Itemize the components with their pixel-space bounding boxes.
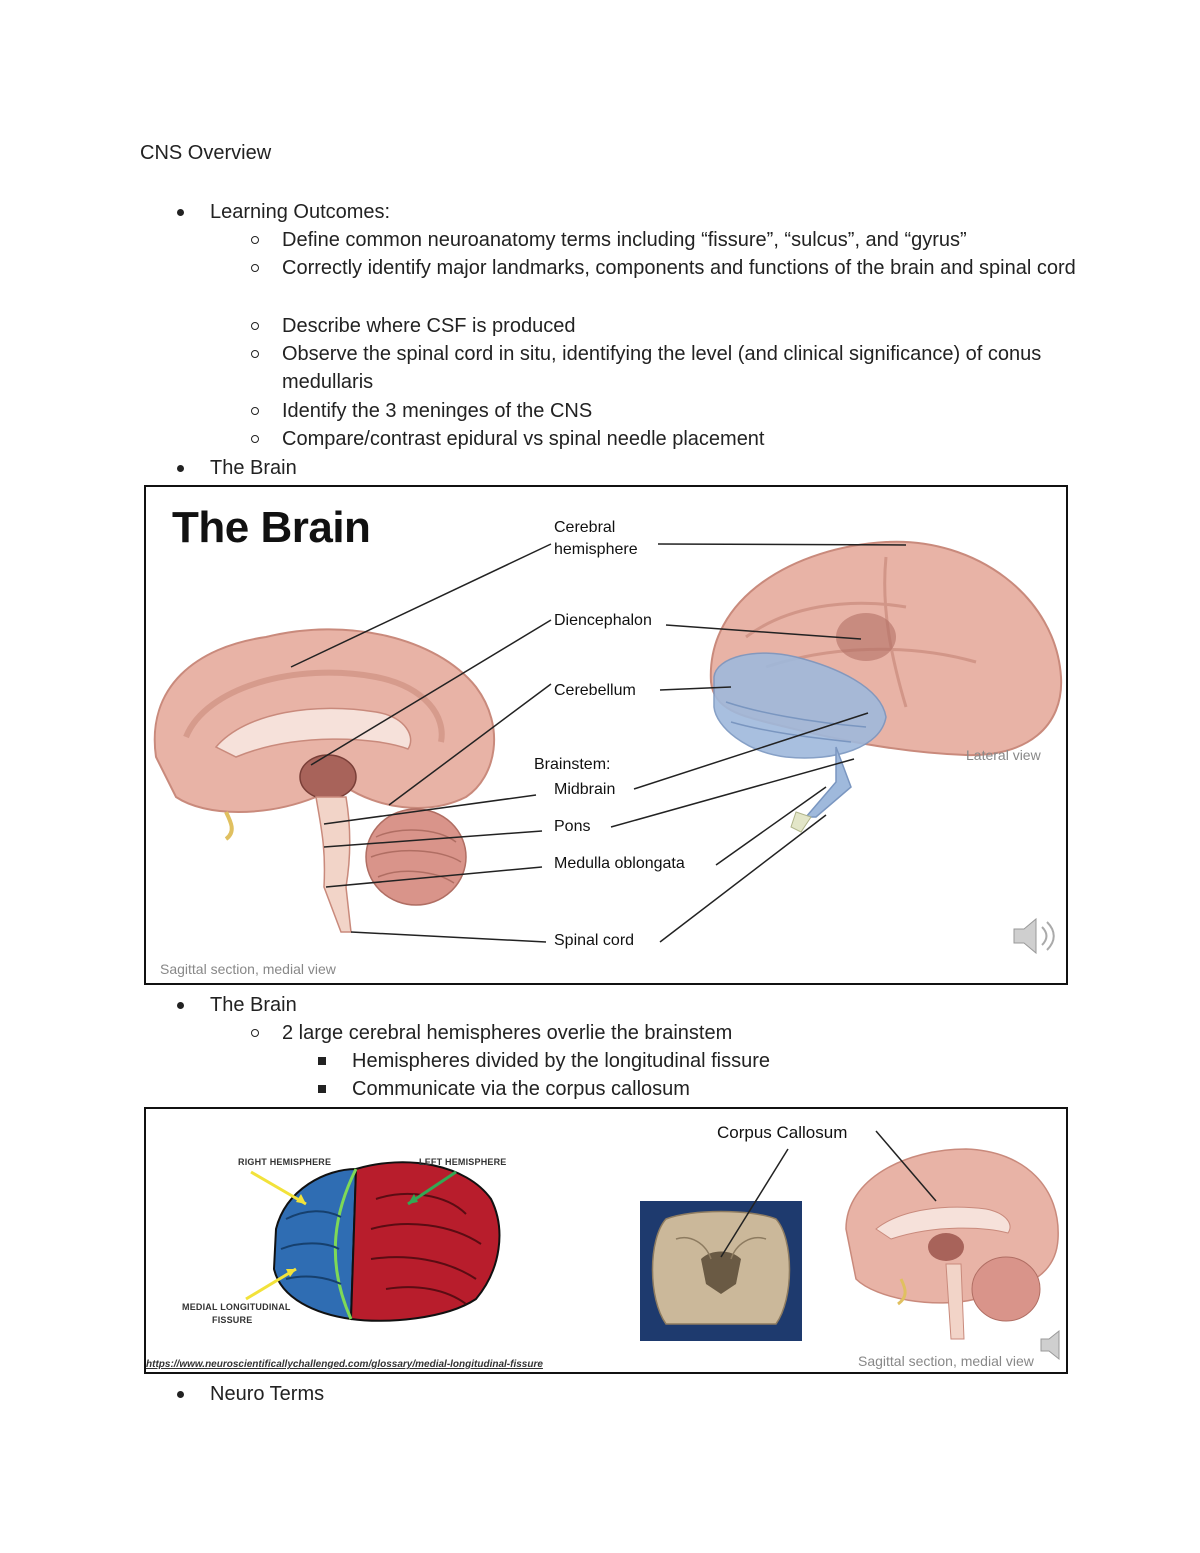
label-pons: Pons — [554, 818, 591, 835]
callosum-leaders — [720, 1130, 937, 1258]
outcome-item: Observe the spinal cord in situ, identif… — [251, 340, 1082, 396]
learning-outcomes-bullet: Learning Outcomes: — [176, 198, 390, 226]
brain-diagram-art — [153, 540, 1063, 955]
brain-sub-item: 2 large cerebral hemispheres overlie the… — [251, 1019, 1082, 1047]
fissure-label: FISSURE — [212, 1315, 253, 1325]
brain-bullet-2: The Brain — [177, 991, 297, 1019]
lateral-view-caption: Lateral view — [966, 747, 1041, 763]
sagittal-caption-2: Sagittal section, medial view — [858, 1353, 1034, 1369]
small-sagittal-brain — [845, 1148, 1059, 1340]
speaker-icon — [1013, 917, 1055, 955]
outcome-item: Define common neuroanatomy terms includi… — [251, 226, 1082, 254]
label-medulla: Medulla oblongata — [554, 855, 685, 872]
outcome-item: Compare/contrast epidural vs spinal need… — [251, 425, 1082, 453]
coronal-section-photo — [640, 1201, 802, 1341]
lateral-brain-illustration — [709, 540, 1063, 833]
left-hemisphere-label: LEFT HEMISPHERE — [419, 1157, 507, 1167]
label-midbrain: Midbrain — [554, 781, 616, 798]
speaker-icon-2 — [1040, 1329, 1060, 1361]
hemispheres-figure: RIGHT HEMISPHERE LEFT HEMISPHERE MEDIAL … — [144, 1107, 1068, 1374]
page-title: CNS Overview — [140, 142, 272, 164]
sagittal-brain-illustration — [153, 628, 496, 933]
brain-diagram-figure: The Brain Cerebral hemisphere Diencephal… — [144, 485, 1068, 985]
figure-title: The Brain — [172, 503, 371, 552]
hemisphere-arrows — [245, 1170, 457, 1301]
right-hemisphere-label: RIGHT HEMISPHERE — [238, 1157, 332, 1167]
brain-detail-item: Hemispheres divided by the longitudinal … — [317, 1047, 770, 1075]
neuro-terms-bullet: Neuro Terms — [176, 1380, 324, 1408]
label-spinal-cord: Spinal cord — [554, 932, 635, 949]
sagittal-caption: Sagittal section, medial view — [160, 961, 336, 977]
label-cerebral: Cerebral — [554, 519, 616, 536]
hemispheres-art — [245, 1130, 1060, 1361]
medial-fissure-label: MEDIAL LONGITUDINAL — [182, 1302, 291, 1312]
label-brainstem: Brainstem: — [534, 756, 611, 773]
label-cerebellum: Cerebellum — [554, 682, 636, 699]
outcome-item: Identify the 3 meninges of the CNS — [251, 397, 1082, 425]
outcome-item: Describe where CSF is produced — [251, 312, 1082, 340]
corpus-callosum-label: Corpus Callosum — [717, 1123, 848, 1142]
label-diencephalon: Diencephalon — [554, 612, 652, 629]
hemispheres-illustration — [272, 1161, 501, 1322]
source-link[interactable]: https://www.neuroscientificallychallenge… — [146, 1359, 543, 1370]
brain-detail-item: Communicate via the corpus callosum — [318, 1075, 690, 1103]
outcome-item: Correctly identify major landmarks, comp… — [251, 254, 1082, 282]
label-hemisphere: hemisphere — [554, 541, 638, 558]
leader-lines — [290, 543, 907, 943]
brain-bullet: The Brain — [177, 454, 297, 482]
